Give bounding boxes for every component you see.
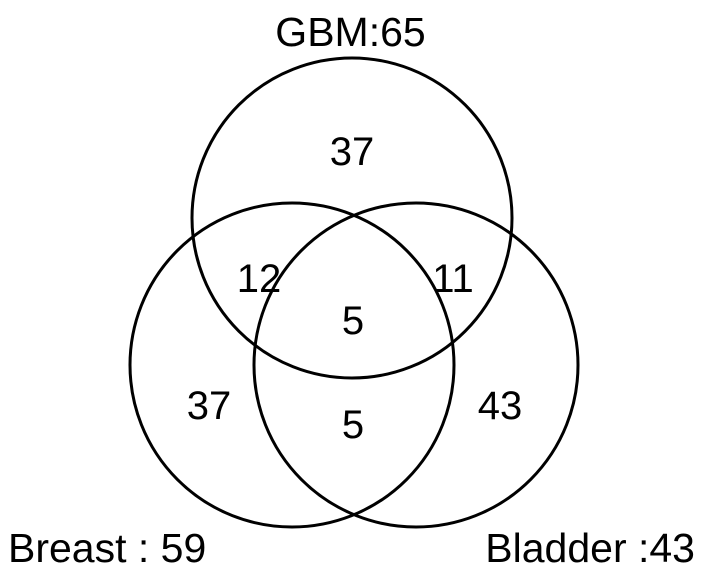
region-count-breast-only: 37	[186, 384, 232, 428]
region-count-gbm-only: 37	[329, 130, 375, 174]
region-count-breast-bladder: 5	[341, 403, 365, 447]
region-count-bladder-only: 43	[477, 384, 523, 428]
venn-circle-breast	[128, 201, 456, 529]
set-label-breast: Breast : 59	[8, 525, 207, 571]
venn-circle-gbm	[190, 56, 514, 380]
region-count-gbm-breast: 12	[236, 257, 282, 301]
set-label-gbm: GBM:65	[275, 9, 426, 55]
region-count-all-three: 5	[341, 299, 365, 343]
region-count-gbm-bladder: 11	[432, 257, 474, 301]
venn-circle-bladder	[252, 201, 580, 529]
set-label-bladder: Bladder :43	[485, 525, 695, 571]
